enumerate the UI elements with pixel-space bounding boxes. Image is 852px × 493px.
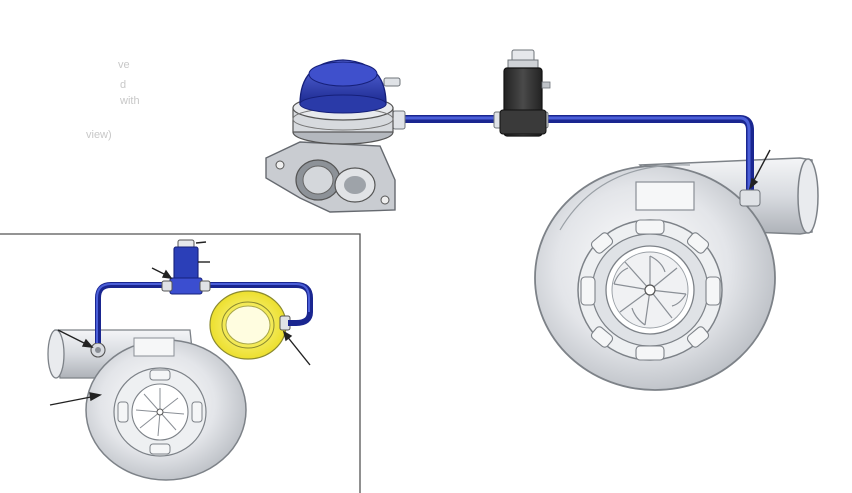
faint-label-3: with — [119, 95, 140, 107]
faint-labels: ve d with view) — [86, 59, 140, 141]
boost-solenoid — [499, 49, 551, 137]
compressor-wheel — [613, 255, 687, 326]
faint-label-2: d — [120, 79, 126, 91]
faint-label-1: ve — [118, 59, 130, 71]
inset-panel — [0, 233, 361, 493]
faint-label-4: view) — [86, 129, 112, 141]
inset-leader-lines — [49, 241, 311, 406]
inset-turbocharger — [47, 329, 247, 481]
inset-air-filter — [209, 290, 291, 360]
boost-hose-main — [392, 110, 761, 207]
inset-boost-solenoid — [161, 239, 211, 295]
main-turbocharger — [534, 157, 819, 391]
external-wastegate — [265, 59, 401, 213]
main-leader-line — [748, 149, 771, 190]
